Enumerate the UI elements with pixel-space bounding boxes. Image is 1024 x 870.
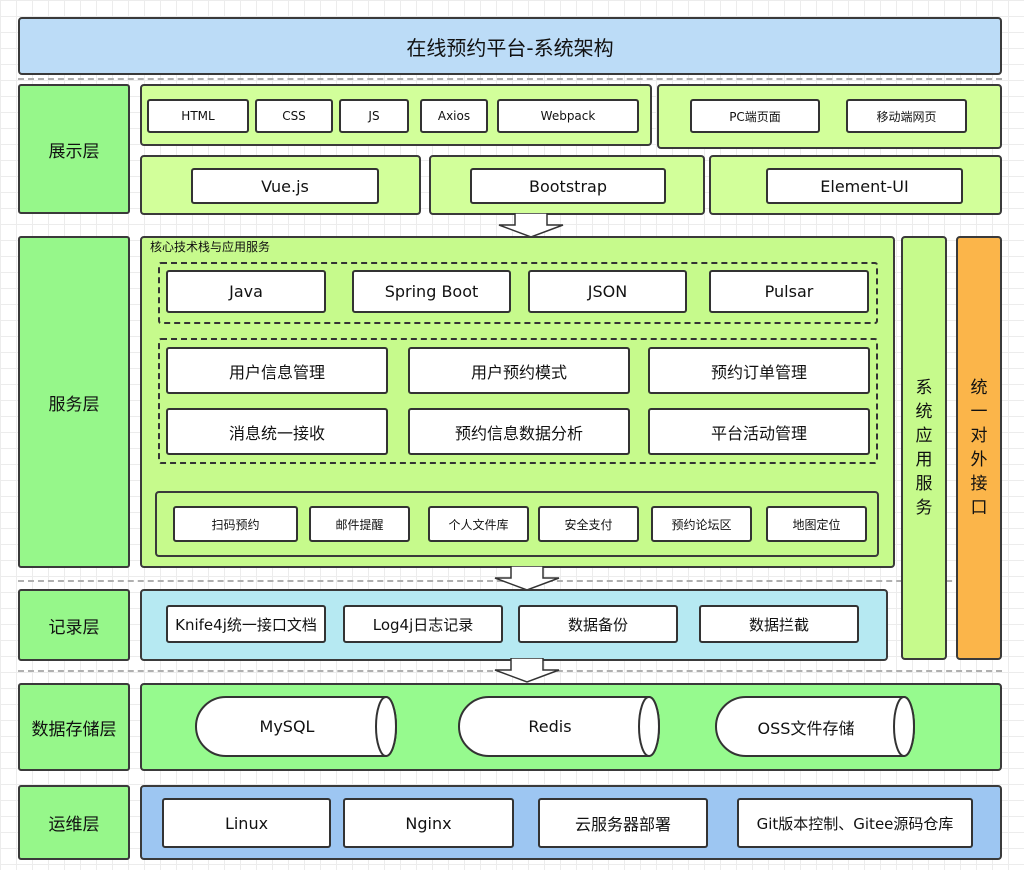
vertical-char: 系 <box>915 378 933 398</box>
module-user-info: 用户信息管理 <box>166 347 388 394</box>
feature-email-reminder: 邮件提醒 <box>309 506 410 542</box>
vertical-char: 口 <box>970 498 988 518</box>
vertical-char: 务 <box>915 498 933 518</box>
tech-java: Java <box>166 270 326 313</box>
tech-axios: Axios <box>420 99 488 133</box>
ops-nginx: Nginx <box>343 798 514 848</box>
system-app-service-column <box>901 236 947 660</box>
tech-element-ui: Element-UI <box>766 168 963 204</box>
layer-label-storage: 数据存储层 <box>18 683 130 771</box>
record-log4j: Log4j日志记录 <box>343 605 503 643</box>
module-data-analysis: 预约信息数据分析 <box>408 408 630 455</box>
vertical-char: 统 <box>915 402 933 422</box>
module-order-management: 预约订单管理 <box>648 347 870 394</box>
tech-bootstrap: Bootstrap <box>470 168 666 204</box>
layer-label-record: 记录层 <box>18 589 130 661</box>
core-service-title: 核心技术栈与应用服务 <box>150 240 271 254</box>
vertical-char: 对 <box>970 426 988 446</box>
unified-api-column <box>956 236 1002 660</box>
vertical-char: 统 <box>970 378 988 398</box>
vertical-char: 一 <box>970 402 988 422</box>
title-bar: 在线预约平台-系统架构 <box>18 17 1002 75</box>
ops-linux: Linux <box>162 798 331 848</box>
layer-label-presentation: 展示层 <box>18 84 130 214</box>
pc-page: PC端页面 <box>690 99 820 133</box>
ops-git: Git版本控制、Gitee源码仓库 <box>737 798 973 848</box>
tech-html: HTML <box>147 99 249 133</box>
tech-js: JS <box>339 99 409 133</box>
tech-css: CSS <box>255 99 333 133</box>
record-knife4j: Knife4j统一接口文档 <box>166 605 326 643</box>
feature-scan-booking: 扫码预约 <box>173 506 298 542</box>
vertical-char: 服 <box>915 474 933 494</box>
layer-separator <box>18 78 1002 80</box>
feature-forum: 预约论坛区 <box>651 506 752 542</box>
tech-json: JSON <box>528 270 687 313</box>
service-modules-group <box>158 338 878 464</box>
module-message-receive: 消息统一接收 <box>166 408 388 455</box>
layer-label-ops: 运维层 <box>18 785 130 860</box>
feature-map-location: 地图定位 <box>766 506 867 542</box>
vertical-char: 外 <box>970 450 988 470</box>
feature-file-library: 个人文件库 <box>428 506 529 542</box>
flow-arrow-down <box>494 658 560 683</box>
vertical-char: 应 <box>915 426 933 446</box>
tech-stack-group <box>158 262 878 324</box>
system-app-service-label: 系统应用服务 <box>901 236 947 660</box>
vertical-char: 用 <box>915 450 933 470</box>
module-activity-management: 平台活动管理 <box>648 408 870 455</box>
module-user-booking: 用户预约模式 <box>408 347 630 394</box>
db-oss: OSS文件存储 <box>714 695 916 758</box>
tech-webpack: Webpack <box>497 99 639 133</box>
record-data-backup: 数据备份 <box>518 605 678 643</box>
flow-arrow-down <box>494 566 560 591</box>
tech-pulsar: Pulsar <box>709 270 869 313</box>
flow-arrow-down <box>498 213 564 238</box>
record-data-intercept: 数据拦截 <box>699 605 859 643</box>
layer-label-service: 服务层 <box>18 236 130 568</box>
mobile-page: 移动端网页 <box>846 99 967 133</box>
unified-api-label: 统一对外接口 <box>956 236 1002 660</box>
ops-cloud-deploy: 云服务器部署 <box>538 798 708 848</box>
vertical-char: 接 <box>970 474 988 494</box>
page-title: 在线预约平台-系统架构 <box>406 35 614 60</box>
tech-vue: Vue.js <box>191 168 379 204</box>
db-redis: Redis <box>457 695 661 758</box>
feature-secure-payment: 安全支付 <box>538 506 639 542</box>
db-mysql: MySQL <box>194 695 398 758</box>
tech-spring-boot: Spring Boot <box>352 270 511 313</box>
